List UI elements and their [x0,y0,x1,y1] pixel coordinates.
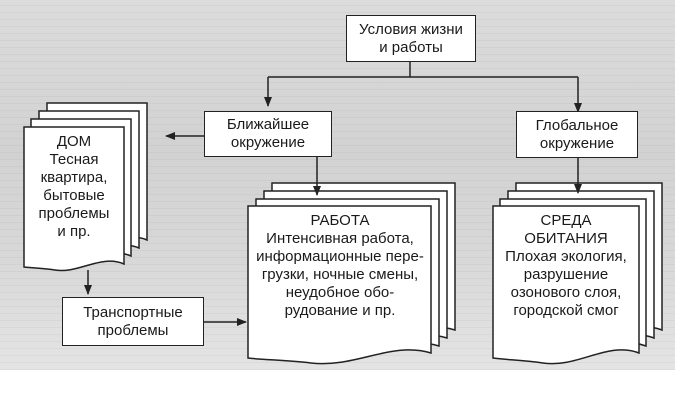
connectors [84,61,582,326]
global-environment-box: Глобальное окружение [516,111,638,158]
work-line: грузки, ночные смены, [261,266,419,283]
work-line: рудование и пр. [284,302,396,319]
near-box-line1: Ближайшее [226,116,310,133]
env-title-line2: ОБИТАНИЯ [524,230,608,247]
environment-document-text: СРЕДА ОБИТАНИЯ Плохая экология, разрушен… [493,212,639,320]
global-box-line1: Глобальное [535,116,619,134]
env-title-line1: СРЕДА [540,212,592,229]
home-title: ДОМ [56,133,92,150]
near-environment-box: Ближайшее окружение [204,111,332,157]
home-line: проблемы [38,205,110,222]
global-box-line2: окружение [539,134,615,152]
work-line: информационные пере- [256,248,424,265]
env-line: озонового слоя, [510,284,622,301]
work-line: неудобное обо- [285,284,395,301]
home-line: бытовые [43,187,105,204]
near-box-line2: окружение [230,134,306,151]
home-document-stack [23,102,148,272]
environment-document-stack [492,182,663,365]
top-box-line1: Условия жизни [359,20,463,38]
top-box-line2: и работы [379,38,443,56]
transport-problems-box: Транспортные проблемы [62,297,204,346]
transport-box-line2: проблемы [97,321,169,339]
work-title: РАБОТА [310,212,370,229]
work-line: Интенсивная работа, [266,230,414,247]
work-document-text: РАБОТА Интенсивная работа, информационны… [250,212,430,320]
transport-box-line1: Транспортные [83,303,183,321]
home-line: и пр. [57,223,91,240]
env-line: городской смог [513,302,619,319]
env-line: Плохая экология, [505,248,627,265]
home-document-text: ДОМ Тесная квартира, бытовые проблемы и … [26,133,122,241]
home-line: квартира, [40,169,108,186]
env-line: разрушение [523,266,609,283]
top-box-living-working-conditions: Условия жизни и работы [346,15,476,62]
work-document-stack [247,182,456,365]
home-line: Тесная [49,151,99,168]
